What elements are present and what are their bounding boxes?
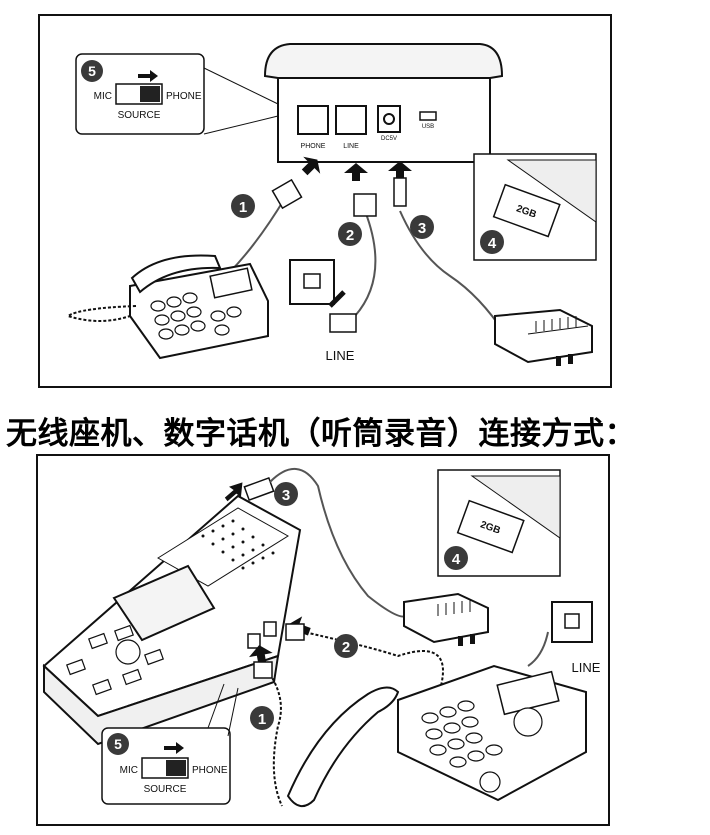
handset: [286, 686, 400, 807]
line-cable: [354, 210, 377, 317]
port-label-power: DC5V: [381, 136, 397, 142]
usb-port: [419, 111, 437, 121]
port-label-usb: USB: [422, 124, 434, 130]
top-connection-diagram: PHONE LINE DC5V USB 5 MIC PHONE SOURCE 1…: [38, 14, 612, 388]
step-number-1: 1: [258, 711, 266, 728]
step-number-3: 3: [282, 487, 290, 504]
power-adapter: [403, 592, 489, 646]
switch-caption: SOURCE: [144, 784, 187, 795]
switch-label-mic: MIC: [120, 765, 138, 776]
recorder-display: [112, 564, 216, 642]
step-number-4: 4: [488, 235, 497, 252]
step-badge-1: [231, 194, 255, 218]
handset-cord: [263, 665, 283, 807]
wall-jack: LINE: [551, 601, 601, 675]
phone-port: [297, 105, 329, 135]
step-number-2: 2: [342, 639, 350, 656]
wall-line-label: LINE: [326, 348, 355, 363]
handset-cord: [65, 305, 137, 322]
power-cable: [269, 467, 407, 618]
line-plug: [353, 193, 377, 217]
arrow-wall-icon: [328, 290, 346, 308]
wall-plug: [329, 313, 357, 333]
arrow-power-icon: [388, 161, 412, 179]
port-label-line: LINE: [343, 143, 359, 150]
switch-caption: SOURCE: [118, 110, 161, 121]
arrow-line-icon: [344, 163, 368, 181]
arrow-right-icon: [138, 70, 158, 82]
source-switch-callout: 5 MIC PHONE SOURCE: [75, 53, 279, 135]
phone-plug: [271, 178, 303, 210]
step-badge-2: [338, 222, 362, 246]
step-number-3: 3: [418, 220, 426, 237]
source-switch-callout: 5 MIC PHONE SOURCE: [101, 683, 239, 805]
step-number-4: 4: [452, 551, 461, 568]
line-plug: [285, 623, 305, 641]
power-cable: [399, 210, 506, 335]
switch-label-mic: MIC: [94, 91, 112, 102]
line-port: [335, 105, 367, 135]
switch-knob: [140, 86, 160, 102]
desk-phone: [65, 254, 269, 360]
switch-label-phone: PHONE: [192, 765, 228, 776]
recorder-port-1: [247, 633, 261, 649]
arrow-handset-icon: [249, 645, 273, 668]
section-title: 无线座机、数字话机（听筒录音）连接方式：: [6, 416, 636, 452]
step-badge-5: [107, 733, 129, 755]
line-cable-coiled: [285, 627, 444, 697]
step-number-5: 5: [88, 63, 96, 79]
bottom-connection-diagram: 3 2 1 2GB 4 LINE: [36, 454, 610, 826]
step-badge-4: [480, 230, 504, 254]
recorder-port-2: [263, 621, 277, 637]
sd-card-icon: [456, 499, 525, 554]
switch-knob: [166, 760, 186, 776]
wall-jack: LINE: [289, 259, 357, 363]
step-badge-3: [410, 215, 434, 239]
sd-card-inset: 2GB 4: [437, 469, 561, 577]
step-number-2: 2: [346, 227, 354, 244]
port-label-phone: PHONE: [301, 143, 326, 150]
wall-line-label: LINE: [572, 660, 601, 675]
step-number-5: 5: [114, 736, 122, 752]
power-plug: [393, 177, 407, 207]
phone-display: [209, 267, 253, 299]
step-badge-5: [81, 60, 103, 82]
step-badge-3: [274, 482, 298, 506]
power-adapter: [494, 308, 593, 366]
wall-cable: [527, 631, 549, 667]
step-badge-2: [334, 634, 358, 658]
handset: [130, 254, 222, 294]
sd-card-icon: [492, 183, 561, 238]
phone-display: [496, 670, 560, 716]
power-plug: [243, 477, 275, 501]
arrow-power-icon: [224, 482, 243, 502]
top-diagram-svg: PHONE LINE DC5V USB 5 MIC PHONE SOURCE 1…: [65, 43, 597, 366]
arrow-phone-icon: [301, 156, 321, 176]
recorder-unit-front: [42, 494, 302, 746]
sd-card-inset: 2GB 4: [473, 153, 597, 261]
recorder-unit-rear: PHONE LINE DC5V USB: [263, 43, 504, 163]
desk-phone-base: [397, 664, 587, 802]
arrow-right-icon: [164, 742, 184, 754]
step-badge-4: [444, 546, 468, 570]
step-number-1: 1: [239, 199, 247, 216]
handset-plug: [253, 661, 273, 679]
step-badge-1: [250, 706, 274, 730]
bottom-diagram-svg: 3 2 1 2GB 4 LINE: [42, 467, 601, 807]
switch-label-phone: PHONE: [166, 91, 202, 102]
